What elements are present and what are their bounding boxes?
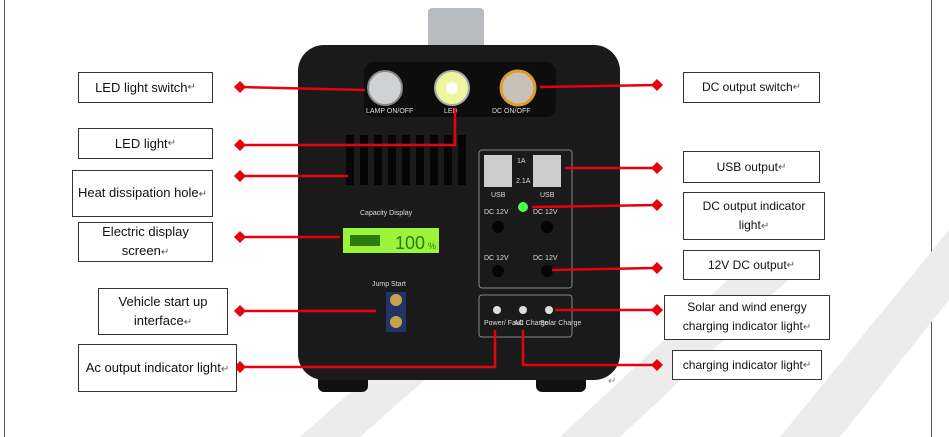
label-vehicle-start-up-interface: Vehicle start up interface↵ xyxy=(98,288,228,335)
label-led-light-switch: LED light switch↵ xyxy=(78,72,213,103)
lcd-value: 100 xyxy=(395,233,425,253)
heat-dissipation-vents xyxy=(346,135,466,185)
handle xyxy=(428,8,484,48)
output-panel xyxy=(478,149,573,289)
dc-port xyxy=(492,221,504,233)
power-fault-text: Power/ Fault xyxy=(484,320,523,327)
lamp-switch-text: LAMP ON/OFF xyxy=(366,108,413,115)
label-dc-output-indicator-light: DC output indicator light↵ xyxy=(683,192,825,240)
label-charging-indicator-light: charging indicator light↵ xyxy=(672,350,822,380)
usb-1a-text: 1A xyxy=(517,158,526,165)
dc12v-text: DC 12V xyxy=(533,255,558,262)
label-ac-output-indicator-light: Ac output indicator light↵ xyxy=(78,344,237,392)
indicator-panel xyxy=(478,294,573,338)
dc-port xyxy=(541,265,553,277)
dc12v-text: DC 12V xyxy=(533,209,558,216)
usb-21a-text: 2.1A xyxy=(516,178,531,185)
dc12v-text: DC 12V xyxy=(484,255,509,262)
dc12v-text: DC 12V xyxy=(484,209,509,216)
usb-text-left: USB xyxy=(491,192,506,199)
jump-start-text: Jump Start xyxy=(372,281,406,288)
label-12v-dc-output: 12V DC output↵ xyxy=(683,250,820,280)
dc-switch-button xyxy=(499,69,537,107)
ac-charge-led xyxy=(519,306,527,314)
usb-text-right: USB xyxy=(540,192,555,199)
label-electric-display-screen: Electric display screen↵ xyxy=(78,222,213,262)
led-text: LED xyxy=(444,108,458,115)
lcd-unit: % xyxy=(428,241,436,251)
dc-port xyxy=(541,221,553,233)
dc-switch-text: DC ON/OFF xyxy=(492,108,531,115)
battery-bars-icon xyxy=(350,235,380,246)
usb-port-right xyxy=(533,155,561,187)
return-mark: ↵ xyxy=(608,376,617,387)
ac-charge-text: AC Charge xyxy=(514,320,549,327)
capacity-display-text: Capacity Display xyxy=(360,210,413,217)
frame-border xyxy=(4,0,932,437)
label-solar-wind-charging-indicator: Solar and wind energy charging indicator… xyxy=(664,295,830,340)
device-body xyxy=(298,45,620,380)
label-usb-output: USB output↵ xyxy=(683,151,820,183)
label-led-light: LED light↵ xyxy=(78,128,213,159)
dc-port xyxy=(492,265,504,277)
power-fault-led xyxy=(493,306,501,314)
solar-charge-led xyxy=(545,306,553,314)
usb-port-left xyxy=(484,155,512,187)
led-lamp-center xyxy=(446,82,458,94)
dc-output-indicator-led xyxy=(518,202,528,212)
lamp-switch-button xyxy=(367,70,403,106)
label-heat-dissipation-hole: Heat dissipation hole↵ xyxy=(72,170,213,217)
solar-charge-text: Solar Charge xyxy=(540,320,581,327)
label-dc-output-switch: DC output switch↵ xyxy=(683,72,820,103)
